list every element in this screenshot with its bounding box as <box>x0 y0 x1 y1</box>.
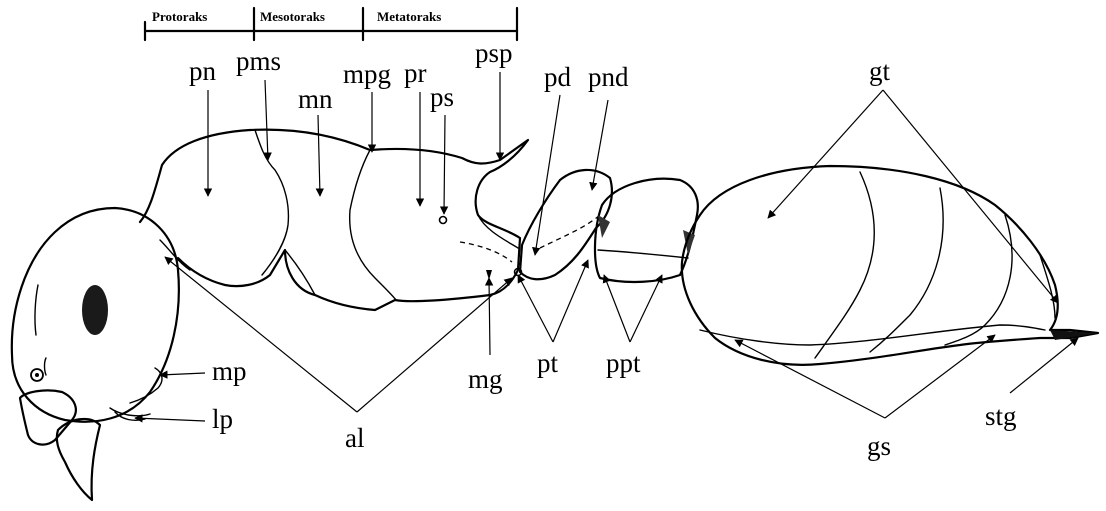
label-mpg: mpg <box>343 59 391 89</box>
label-pr: pr <box>404 58 427 88</box>
head <box>12 208 179 500</box>
petiole <box>520 170 612 279</box>
label-pnd: pnd <box>588 62 629 92</box>
label-gt: gt <box>869 56 891 86</box>
label-pms: pms <box>236 46 281 76</box>
segment-label-mesotoraks: Mesotoraks <box>260 9 325 24</box>
label-gs: gs <box>867 431 891 461</box>
label-stg: stg <box>985 401 1017 431</box>
label-pd: pd <box>544 62 572 92</box>
label-psp: psp <box>475 38 513 68</box>
label-ppt: ppt <box>606 348 641 378</box>
label-pn: pn <box>189 56 217 86</box>
label-ps: ps <box>430 82 454 112</box>
thorax <box>140 130 528 310</box>
compound-eye <box>82 285 108 335</box>
label-lp: lp <box>212 404 233 434</box>
label-pt: pt <box>537 348 559 378</box>
label-al: al <box>345 423 365 453</box>
thorax-segment-bracket: Protoraks Mesotoraks Metatoraks <box>145 8 517 40</box>
label-mg: mg <box>468 364 503 394</box>
gaster <box>682 166 1098 365</box>
label-mp: mp <box>212 356 247 386</box>
segment-label-protoraks: Protoraks <box>152 9 207 24</box>
label-mn: mn <box>298 84 333 114</box>
segment-label-metatoraks: Metatoraks <box>377 9 441 24</box>
